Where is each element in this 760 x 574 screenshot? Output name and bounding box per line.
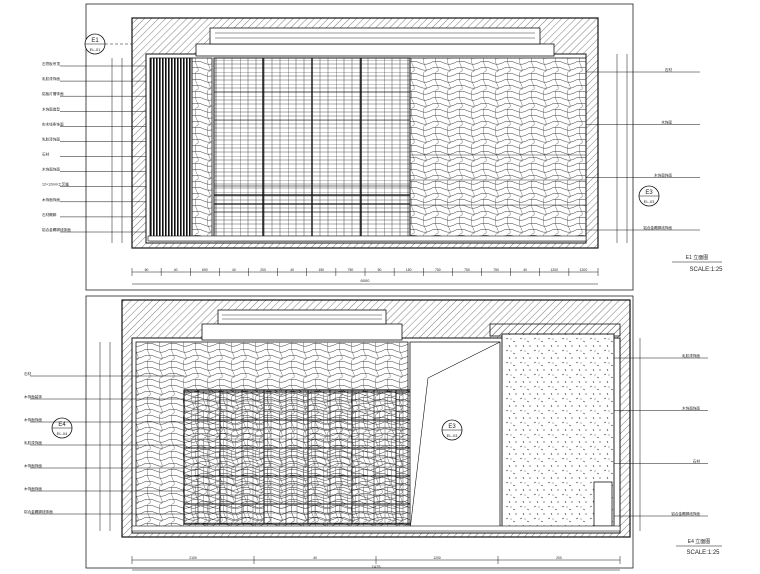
section-marker-e1: E1 EL-01	[84, 33, 132, 55]
sheet-frame-top	[85, 3, 634, 291]
top-left-label: 木饰面饰面	[42, 197, 60, 202]
bottom-right-label: 石材	[693, 458, 701, 463]
bottom-left-label: 木饰面饰面	[24, 417, 42, 422]
dimension-value: 40	[290, 268, 294, 272]
dimension-value: 60	[145, 268, 149, 272]
top-left-label: 石材踢脚	[42, 212, 57, 217]
slat-panel	[149, 57, 193, 242]
sheet-frame-bottom	[85, 295, 634, 569]
top-total-dim: 6000	[361, 278, 371, 283]
dimension-value: 40	[523, 268, 527, 272]
top-dimension-chain: 60 40 600 40 200 40 150 750 50 150 750 750 750 40 1200…	[131, 268, 599, 276]
top-left-label: 铝合金踢脚线饰面	[42, 227, 71, 232]
top-scale: SCALE:1:25	[689, 267, 723, 273]
ceiling-soffit	[195, 43, 555, 57]
section-marker-e3-bottom: E3 EL-03	[441, 419, 463, 441]
ceiling-trough-bottom	[217, 309, 387, 325]
bottom-left-label: 木饰面饰面	[24, 463, 42, 468]
dimension-value: 2100	[189, 556, 197, 560]
marker-e4-sheet: EL-04	[57, 431, 68, 436]
dimension-value: 1200	[433, 556, 441, 560]
top-right-label: 铝合金踢脚线饰面	[643, 225, 672, 230]
dimension-value: 750	[493, 268, 499, 272]
section-marker-e3-top: E3 EL-03	[638, 185, 660, 207]
dimension-value: 40	[232, 268, 236, 272]
dimension-value: 1200	[551, 268, 559, 272]
top-right-label: 木饰面饰面	[654, 172, 672, 177]
dimension-value: 1200	[580, 268, 588, 272]
bottom-right-label: 铝合金踢脚线饰面	[671, 511, 700, 516]
dimension-value: 200	[260, 268, 266, 272]
marker-e3-sheet: EL-03	[644, 199, 655, 204]
top-title: E1 立面图	[686, 254, 709, 261]
bottom-total-dim: 7475	[372, 564, 382, 569]
bottom-left-label: 木饰面饰面	[24, 486, 42, 491]
ceiling-light-trough	[209, 27, 541, 45]
ceiling-soffit-bottom	[201, 323, 403, 341]
dimension-value: 40	[313, 556, 317, 560]
dimension-value: 150	[318, 268, 324, 272]
dimension-value: 750	[464, 268, 470, 272]
dimension-value: 600	[202, 268, 208, 272]
top-left-label: 12×12mm工艺缝	[42, 182, 69, 187]
marker-e1-sheet: EL-01	[90, 47, 101, 52]
marker-e3b-num: E3	[448, 424, 456, 430]
top-left-label: 石材	[42, 152, 50, 157]
elevation-top: E1 EL-01 E3 EL-03 石膏板吊顶乳胶漆饰面铝板灯槽饰面木饰面造型实…	[42, 3, 723, 291]
top-left-label: 石膏板吊顶	[42, 61, 60, 66]
top-left-label: 木饰面造型	[42, 106, 60, 111]
bottom-title: E4 立面图	[688, 538, 711, 545]
display-cabinet-grid	[183, 389, 417, 525]
marker-e3-num: E3	[645, 190, 653, 196]
section-marker-e4: E4 EL-04	[51, 417, 73, 439]
dimension-value: 750	[348, 268, 354, 272]
marker-e3b-sheet: EL-03	[447, 433, 458, 438]
bottom-right-label: 乳胶漆饰面	[682, 353, 700, 358]
dimension-value: 200	[556, 556, 562, 560]
marker-e4-num: E4	[58, 422, 66, 428]
top-left-label: 木饰面饰面	[42, 167, 60, 172]
bottom-dimension-chain: 2100 40 1200 200	[131, 556, 621, 564]
dimension-value: 50	[378, 268, 382, 272]
lattice-doors	[213, 57, 411, 242]
top-left-label: 铝板灯槽饰面	[42, 91, 64, 96]
top-left-label: 乳胶漆饰面	[42, 136, 60, 141]
wood-grain-wall	[409, 57, 587, 242]
dimension-value: 750	[435, 268, 441, 272]
dimension-value: 40	[174, 268, 178, 272]
bottom-left-label: 乳胶漆饰面	[24, 440, 42, 445]
elevation-bottom: E4 EL-04 E3 EL-03 石材木饰面装饰木饰面饰面乳胶漆饰面木饰面饰面…	[24, 295, 722, 571]
bottom-scale: SCALE:1:25	[686, 550, 720, 556]
top-left-label: 实木线条饰面	[42, 121, 64, 126]
bottom-left-label: 木饰面装饰	[24, 394, 42, 399]
bottom-right-label: 木饰面饰面	[682, 406, 700, 411]
top-right-label: 木饰面	[661, 120, 672, 125]
bottom-left-label: 石材	[24, 371, 32, 376]
marker-e1-num: E1	[91, 38, 99, 44]
top-left-labels: 石膏板吊顶乳胶漆饰面铝板灯槽饰面木饰面造型实木线条饰面乳胶漆饰面石材木饰面饰面1…	[42, 61, 146, 233]
bottom-left-label: 铝合金踢脚线饰面	[24, 509, 53, 514]
top-right-label: 石材	[665, 67, 673, 72]
dimension-value: 150	[406, 268, 412, 272]
top-left-label: 乳胶漆饰面	[42, 76, 60, 81]
